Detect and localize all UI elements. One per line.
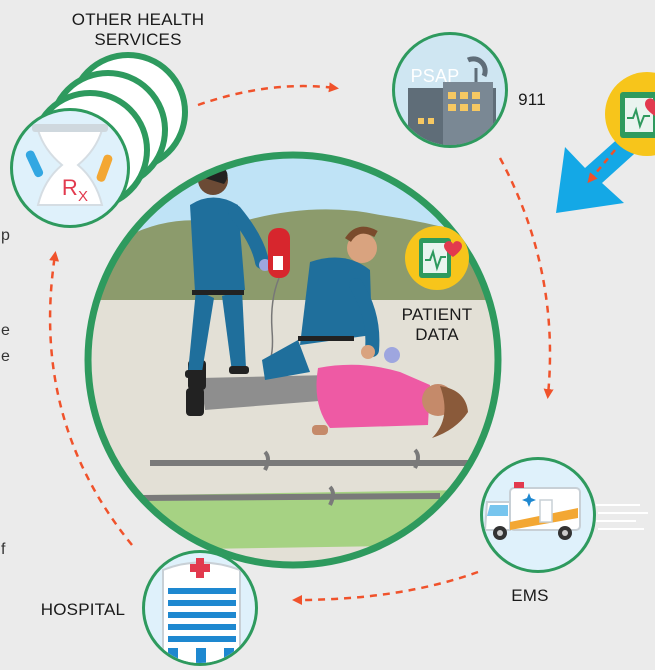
- arrow-ems-to-hospital: [292, 570, 479, 605]
- patient-figure: [186, 360, 468, 438]
- num-911-label: 911: [518, 90, 546, 109]
- medic-kneeling: [262, 226, 400, 380]
- edge-fragment: e: [1, 348, 10, 365]
- health-record-heart-icon: [419, 238, 462, 278]
- scene-circle: [84, 151, 502, 569]
- edge-fragment: e: [1, 322, 10, 339]
- ems-label: EMS: [511, 586, 549, 605]
- emergency-scene: [88, 155, 498, 565]
- edge-fragment: p: [1, 227, 10, 244]
- other-health-services-line2: SERVICES: [94, 30, 182, 49]
- pharmacy-mortar-icon: [13, 111, 127, 225]
- hospital-building-icon: [145, 553, 255, 663]
- arrow-services-to-psap: [197, 82, 339, 107]
- cycle-arrows: [48, 82, 554, 605]
- hospital-node: [142, 550, 258, 666]
- patient-data-line2: DATA: [415, 325, 459, 344]
- arrow-psap-to-ems: [498, 157, 554, 399]
- other-health-services-node: [10, 52, 188, 228]
- ems-speed-lines: [596, 504, 648, 530]
- rx-r: R: [61, 175, 78, 200]
- patient-data-label: PATIENT DATA: [397, 305, 477, 345]
- edge-fragment: f: [1, 541, 6, 558]
- rx-x: X: [77, 188, 89, 205]
- psap-node: [392, 32, 508, 148]
- incoming-patient-data-icon: [605, 72, 655, 156]
- building-antenna-icon: [395, 35, 505, 145]
- ambulance-icon: [483, 460, 593, 570]
- patient-data-line1: PATIENT: [401, 305, 473, 324]
- ems-node: [480, 457, 596, 573]
- patient-data-badge: [405, 226, 469, 290]
- rx-symbol: RX: [55, 175, 95, 206]
- psap-label: PSAP: [410, 66, 460, 86]
- other-health-services-label: OTHER HEALTH SERVICES: [48, 10, 228, 50]
- other-health-services-line1: OTHER HEALTH: [71, 10, 205, 29]
- hospital-label: HOSPITAL: [40, 600, 126, 619]
- arrow-hospital-to-services: [48, 251, 133, 546]
